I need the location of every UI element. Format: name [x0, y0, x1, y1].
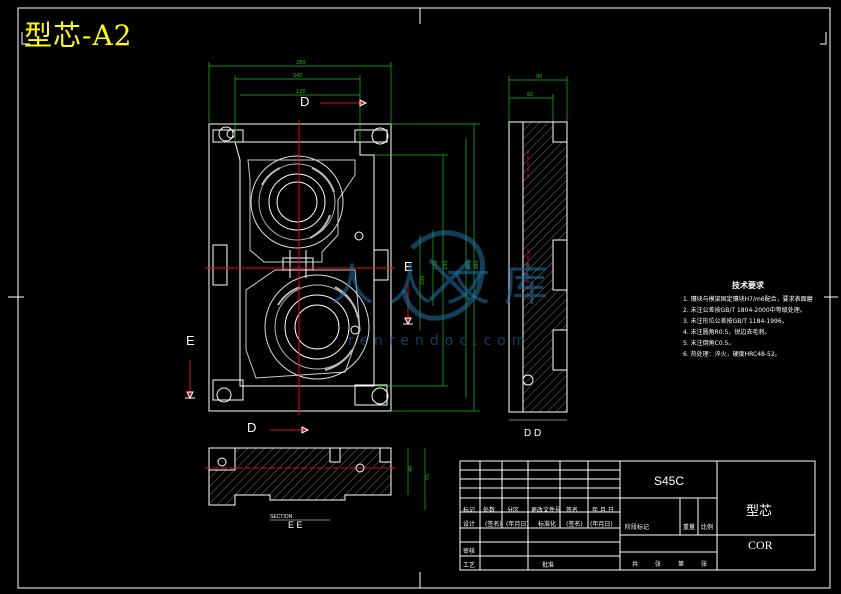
title-block-grid: [459, 460, 816, 571]
dimension-texts: 280 240 120 90 60 380 360 190 100 170 40…: [293, 60, 542, 480]
watermark-text: 人人文库 renrendoc.com: [330, 260, 562, 349]
role-design: 设计: [463, 521, 476, 528]
label-d-top: D: [300, 94, 309, 109]
rev-header: 更改文件号: [531, 507, 562, 514]
stage-header: 阶段标记: [625, 524, 650, 531]
dim-right-1: 190: [443, 260, 449, 270]
tech-item: 4. 未注圆角R0.5，锐边去毛刺。: [683, 329, 771, 336]
rev-header: 处数: [483, 507, 496, 514]
label-bottom-view: E E: [288, 520, 303, 530]
dim-top-overall: 280: [296, 60, 306, 66]
approve-label: 批准: [542, 562, 555, 569]
dim-right-4: 380: [474, 260, 480, 270]
center-lines: [205, 120, 395, 415]
dim-top-inner: 240: [293, 73, 303, 79]
dim-right-3: 100: [420, 275, 426, 285]
section-labels: D D E E D D E E SECTION: [186, 94, 541, 530]
runner: [282, 250, 314, 278]
label-d-bottom: D: [247, 420, 256, 435]
stage-header: 重量: [683, 524, 696, 531]
rev-header: 签名: [566, 507, 579, 514]
tech-item: 6. 热处理：淬火，硬度HRC48-52。: [683, 351, 781, 358]
rev-header: 分区: [507, 507, 520, 514]
sheet-info: 第: [678, 561, 685, 568]
rev-subheader: (签名): [566, 521, 583, 528]
watermark-logo: [401, 230, 485, 321]
sheet-info: 共: [632, 561, 639, 568]
sheet-title: 型芯-A2: [24, 19, 133, 52]
rev-subheader: (年月日): [590, 521, 613, 528]
tech-heading: 技术要求: [732, 281, 764, 290]
role-review: 审核: [463, 548, 476, 555]
tech-item: 3. 未注形位公差按GB/T 1184-1996。: [683, 318, 788, 325]
lower-core-detail: [264, 274, 370, 380]
part-code-label: COR: [748, 538, 773, 552]
upper-core-detail: [250, 155, 344, 249]
dim-right-5: 360: [466, 260, 472, 270]
rev-subheader: (签名): [485, 521, 502, 528]
label-e-left: E: [186, 333, 195, 348]
tech-item: 5. 未注倒角C0.5。: [683, 340, 735, 347]
label-side-view: D D: [524, 428, 541, 439]
sheet-info: 张: [655, 561, 662, 568]
sheet-border: [8, 7, 838, 589]
tech-item: 2. 未注公差按GB/T 1804-2000中等级处理。: [683, 307, 806, 314]
dim-side-inner: 60: [527, 92, 533, 98]
watermark-url: renrendoc.com: [348, 333, 531, 349]
part-name-label: 型芯: [746, 503, 773, 518]
rev-header: 年.月.日: [592, 507, 614, 514]
rev-subheader: (年月日): [506, 521, 529, 528]
material-label: S45C: [654, 474, 685, 488]
section-arrows: [185, 99, 413, 434]
technical-requirements: 技术要求 1. 镶块与模架固定镶块H7/m6配合，要求表面磨光处理。 2. 未注…: [683, 280, 813, 360]
dim-bottom-h2: 55: [425, 474, 431, 480]
rev-header: 标记: [463, 507, 476, 514]
watermark-main: 人人文库: [330, 260, 562, 311]
stage-header: 比例: [701, 524, 714, 531]
dim-side-top: 90: [536, 74, 542, 80]
bottom-view: [205, 447, 395, 506]
rev-subheader: 标准化: [538, 521, 557, 528]
dimension-lines: [208, 62, 568, 510]
dim-bottom-h1: 40: [408, 466, 414, 472]
label-bottom-caption: SECTION: [270, 514, 293, 520]
dim-top-half: 120: [296, 89, 306, 95]
side-view: [508, 121, 568, 421]
role-process: 工艺: [463, 562, 476, 569]
label-e-right: E: [404, 259, 413, 274]
sheet-info: 张: [701, 561, 708, 568]
tech-item: 1. 镶块与模架固定镶块H7/m6配合，要求表面磨光处理。: [683, 296, 813, 303]
